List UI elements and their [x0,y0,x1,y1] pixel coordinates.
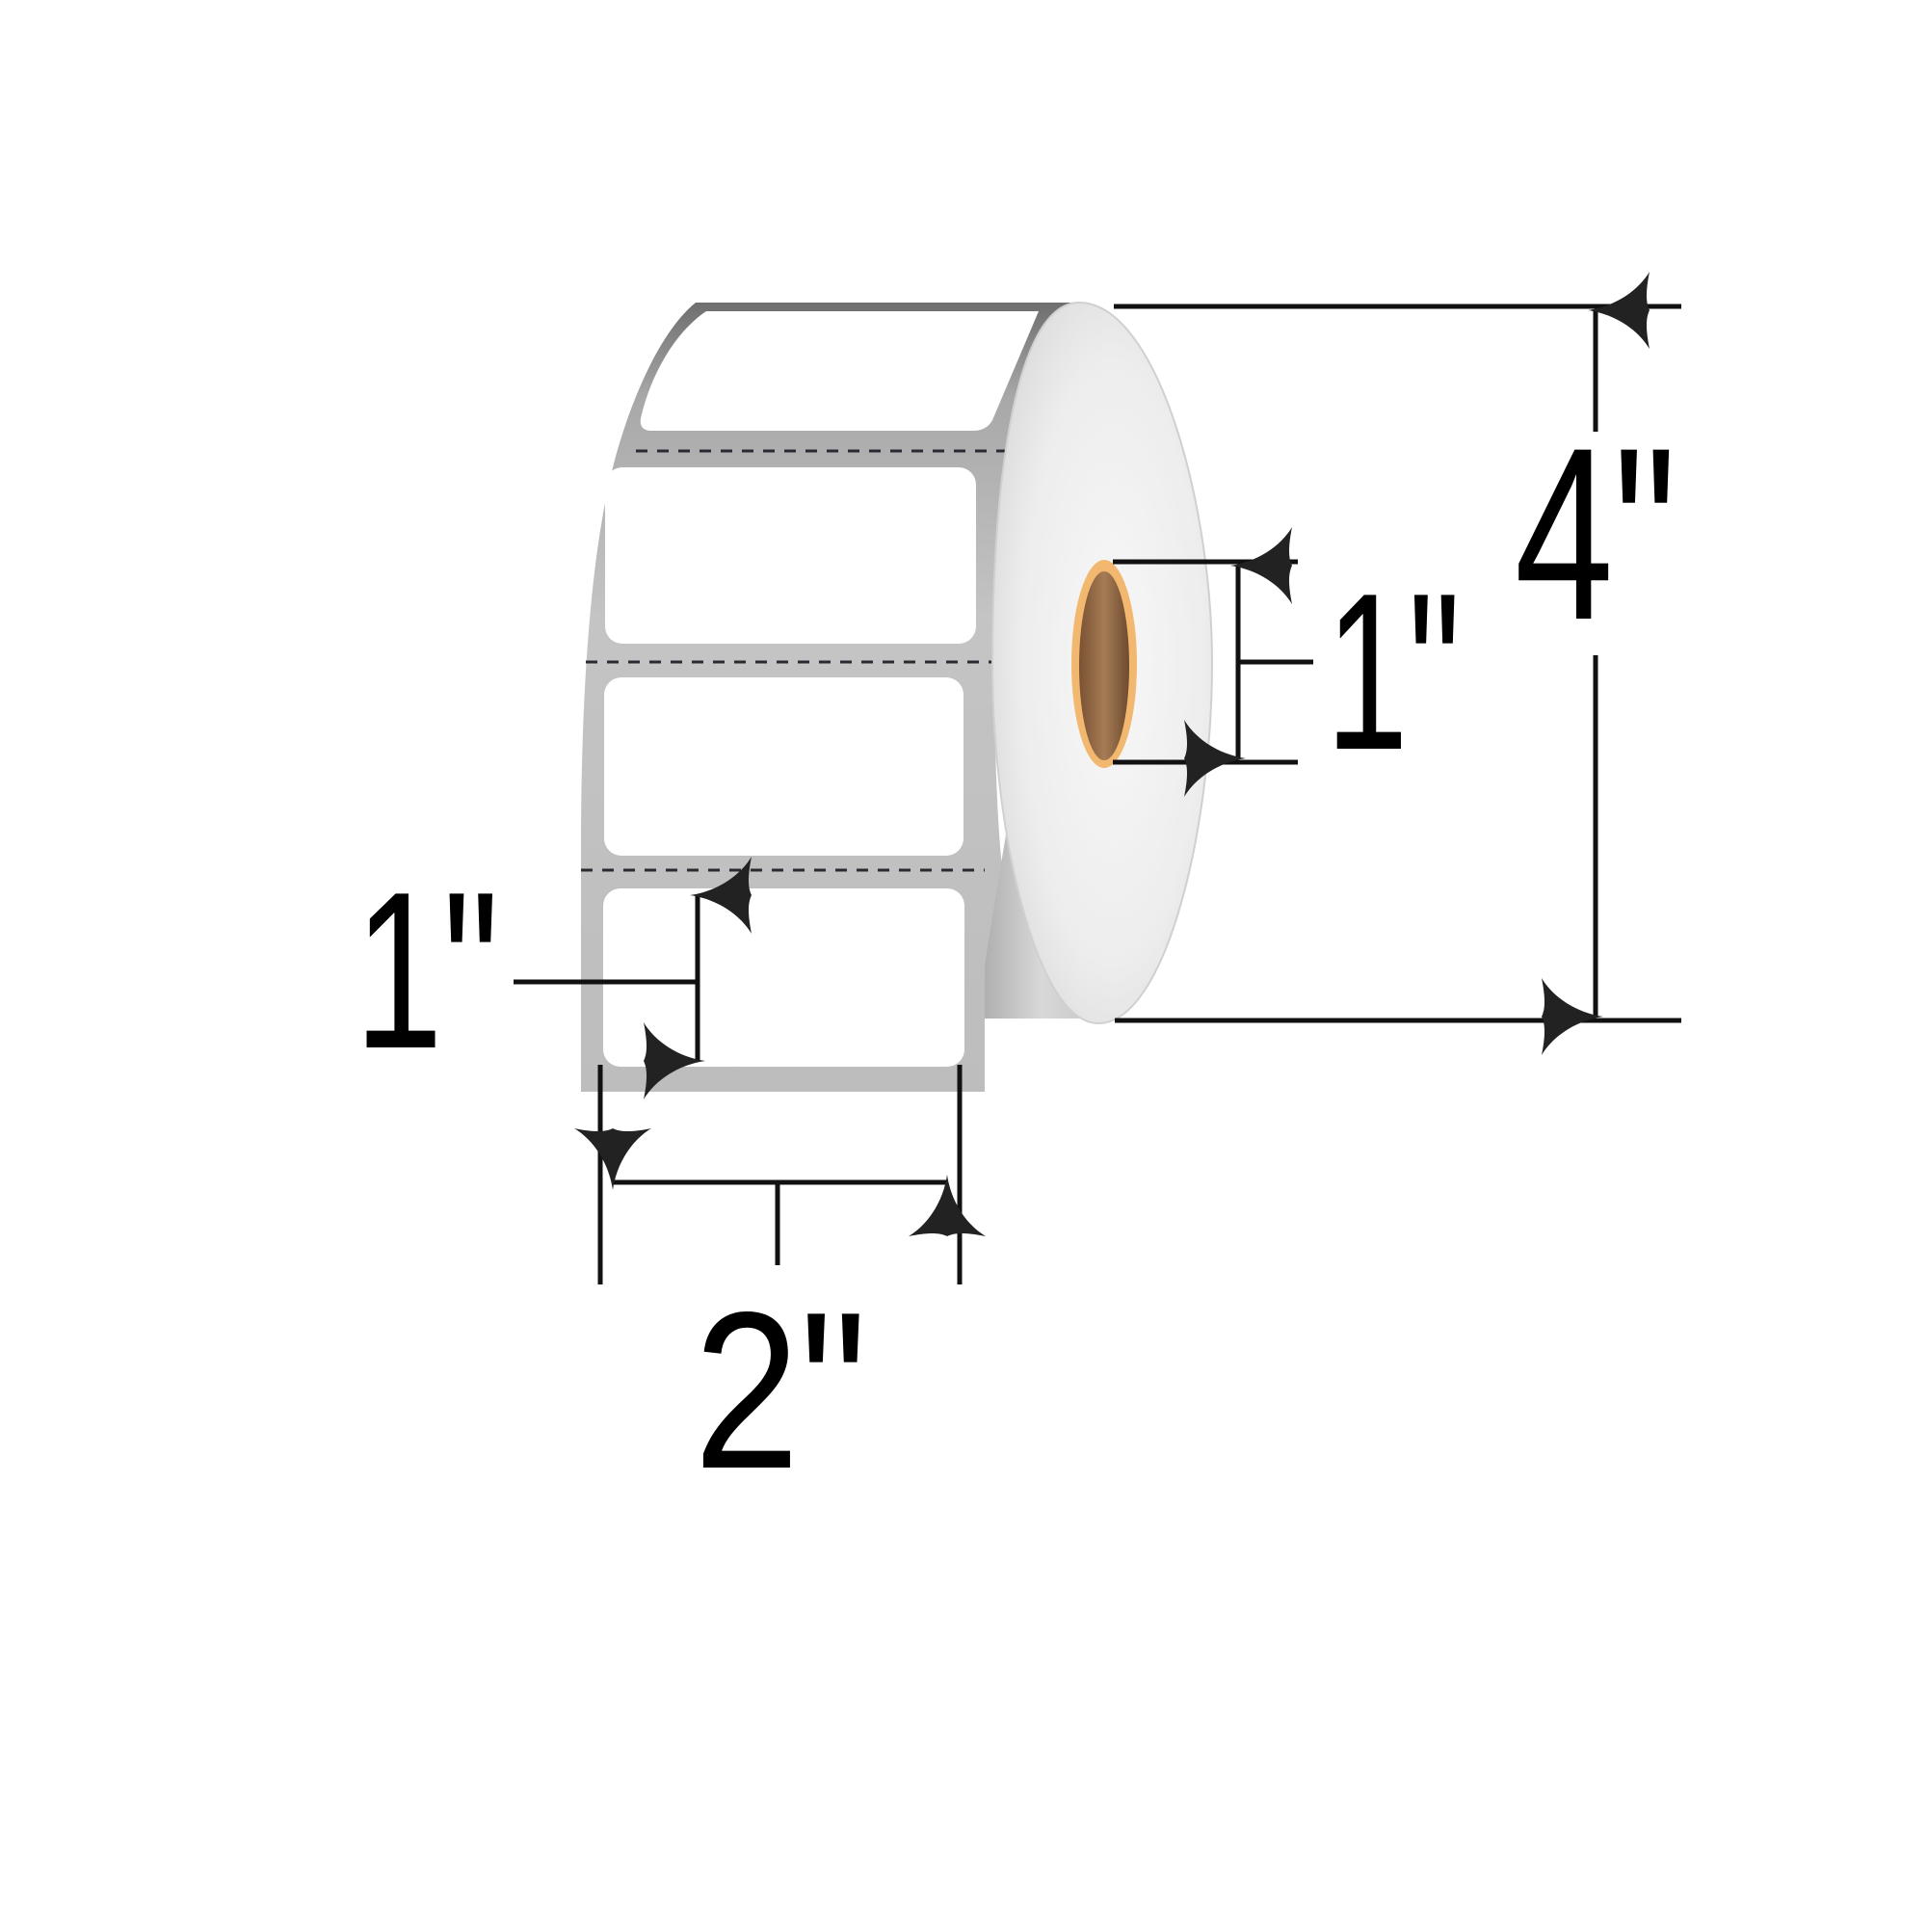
dimension-label-height: 1" [355,846,752,1099]
label-3 [604,677,964,856]
core-diameter-label: 1" [1326,547,1461,797]
dimension-core-diameter: 1" [1113,527,1461,797]
dimension-outer-diameter: 4" [1114,272,1681,1055]
label-1 [640,311,1039,431]
label-width-label: 2" [694,1266,867,1516]
dimension-label-width: 2" [574,1065,986,1516]
label-2 [605,467,976,644]
outer-diameter-label: 4" [1515,397,1676,672]
core-hole [1079,571,1129,760]
label-4 [603,888,964,1067]
label-roll [581,301,1214,1092]
roll-side-shadow [985,829,1098,1019]
label-height-label: 1" [355,846,499,1096]
